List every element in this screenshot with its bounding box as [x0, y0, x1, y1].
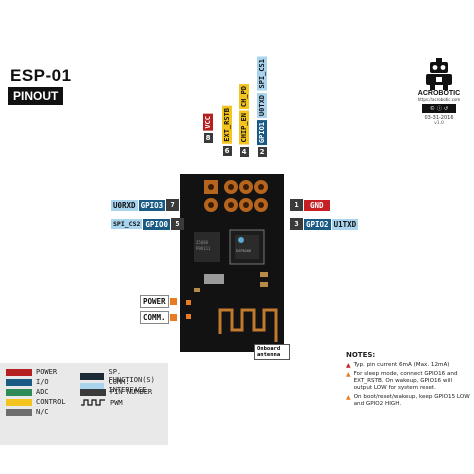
legend-item-nc: N/C — [6, 408, 49, 416]
pin-5-label-gpio0: GPIO0 — [143, 218, 170, 230]
pin-8-label-vcc: VCC — [203, 114, 213, 131]
legend-item-pin-number: PIN NUMBER — [80, 388, 152, 396]
pin-8-group: VCC 8 — [203, 114, 213, 143]
pin-6-number: 6 — [222, 145, 232, 156]
espressif-logo-icon — [238, 237, 244, 243]
pin-2-group: SPI_CS1 U0TXD GPIO1 2 — [257, 57, 267, 157]
legend-swatch — [80, 372, 105, 380]
pin-4-number: 4 — [239, 146, 249, 157]
notes-title: NOTES: — [346, 351, 376, 359]
antenna-callout: Onboard antenna — [254, 344, 290, 360]
power-led — [186, 300, 191, 305]
pin-5-number: 5 — [170, 218, 184, 230]
cc-icon: © — [429, 105, 435, 112]
pin-2-number: 2 — [257, 146, 267, 157]
pin-3-number: 3 — [290, 218, 303, 230]
legend-swatch — [6, 368, 32, 376]
brand-name: ACROBOTIC — [417, 90, 461, 97]
led-icon — [169, 314, 177, 321]
pcb-antenna — [218, 308, 278, 342]
page-title: ESP-01 — [10, 66, 72, 85]
pin-5-group: SPI_CS2 GPIO0 5 — [111, 218, 184, 230]
note-item: ▲ For sleep mode, connect GPIO16 and EXT… — [346, 371, 458, 391]
legend-item-special: SP. FUNCTION(S) — [80, 368, 168, 384]
pin-6-label-ext-rstb: EXT_RSTB — [222, 106, 232, 144]
pin-1-group: 1 GND — [290, 199, 330, 211]
by-icon: ⓘ — [436, 106, 442, 112]
power-led-label-group: POWER — [140, 295, 177, 308]
note-item: ▲ On boot/reset/wakeup, keep GPIO15 LOW … — [346, 394, 470, 407]
legend-swatch — [6, 398, 32, 406]
flash-chip — [194, 232, 220, 262]
svg-text:25Q80: 25Q80 — [196, 240, 209, 245]
legend-item-io: I/O — [6, 378, 49, 386]
pin-7-group: U0RXD GPIO3 7 — [111, 199, 180, 211]
note-item: ▲ Typ. pin current 6mA (Max. 12mA) — [346, 362, 450, 369]
esp01-board: 25Q80 P0K111 ESP8266 — [180, 174, 284, 352]
pin-2-label-gpio1: GPIO1 — [257, 119, 267, 145]
power-led-label: POWER — [140, 295, 169, 308]
pin-4-label-ch-pd: CH_PD — [239, 84, 249, 110]
legend-item-comm: COMM. INTERFACE — [80, 378, 168, 394]
legend-swatch — [80, 382, 105, 390]
led-icon — [169, 298, 177, 305]
pin-8-number: 8 — [203, 132, 213, 143]
brand-date: 03-31-2016 — [424, 115, 454, 121]
legend: POWER I/O ADC CONTROL N/C SP. FUNCTION(S… — [0, 363, 168, 445]
legend-swatch — [6, 388, 32, 396]
pin-1-number: 1 — [290, 199, 303, 211]
robot-icon — [426, 58, 452, 90]
pin-6-group: EXT_RSTB 6 — [222, 106, 232, 156]
warning-icon: ▲ — [346, 362, 351, 369]
legend-swatch — [80, 388, 106, 396]
comm-led-label-group: COMM. — [140, 311, 177, 324]
header-pins — [204, 180, 268, 212]
pin-5-label-spi-cs2: SPI_CS2 — [111, 219, 143, 229]
notes-panel: NOTES: ▲ Typ. pin current 6mA (Max. 12mA… — [346, 352, 472, 410]
comm-led-label: COMM. — [140, 311, 169, 324]
crystal — [204, 274, 224, 284]
license-badge: ©ⓘ↺ — [422, 104, 456, 113]
svg-text:P0K111: P0K111 — [196, 246, 211, 251]
legend-item-control: CONTROL — [6, 398, 66, 406]
info-icon: ▲ — [346, 394, 351, 401]
brand-logo: ACROBOTIC https://acrobotic.com ©ⓘ↺ 03-3… — [414, 58, 464, 126]
pin-2-label-u0txd: U0TXD — [257, 92, 267, 118]
pin-7-label-u0rxd: U0RXD — [111, 199, 138, 211]
info-icon: ▲ — [346, 371, 351, 378]
legend-swatch — [6, 378, 32, 386]
legend-item-adc: ADC — [6, 388, 49, 396]
legend-swatch — [6, 408, 32, 416]
brand-version: v1.0 — [434, 121, 444, 126]
pin-4-group: CH_PD CHIP_EN 4 — [239, 84, 249, 157]
page-subtitle: PINOUT — [8, 87, 64, 105]
sa-icon: ↺ — [443, 105, 449, 112]
legend-item-pwm: PWM — [80, 398, 123, 407]
svg-text:ESP8266: ESP8266 — [236, 249, 251, 253]
comm-led — [186, 314, 191, 319]
pin-7-label-gpio3: GPIO3 — [138, 199, 166, 211]
pin-4-label-chip-en: CHIP_EN — [239, 111, 249, 145]
pin-2-label-spi-cs1: SPI_CS1 — [257, 57, 267, 91]
pwm-icon — [81, 399, 105, 406]
legend-item-power: POWER — [6, 368, 57, 376]
brand-url[interactable]: https://acrobotic.com — [417, 97, 461, 102]
pin-1-label-gnd: GND — [304, 199, 330, 211]
pin-3-label-gpio2: GPIO2 — [304, 218, 331, 230]
pin-7-number: 7 — [166, 199, 180, 211]
pin-3-group: 3 GPIO2 U1TXD — [290, 218, 359, 230]
pin-3-label-u1txd: U1TXD — [331, 218, 359, 230]
